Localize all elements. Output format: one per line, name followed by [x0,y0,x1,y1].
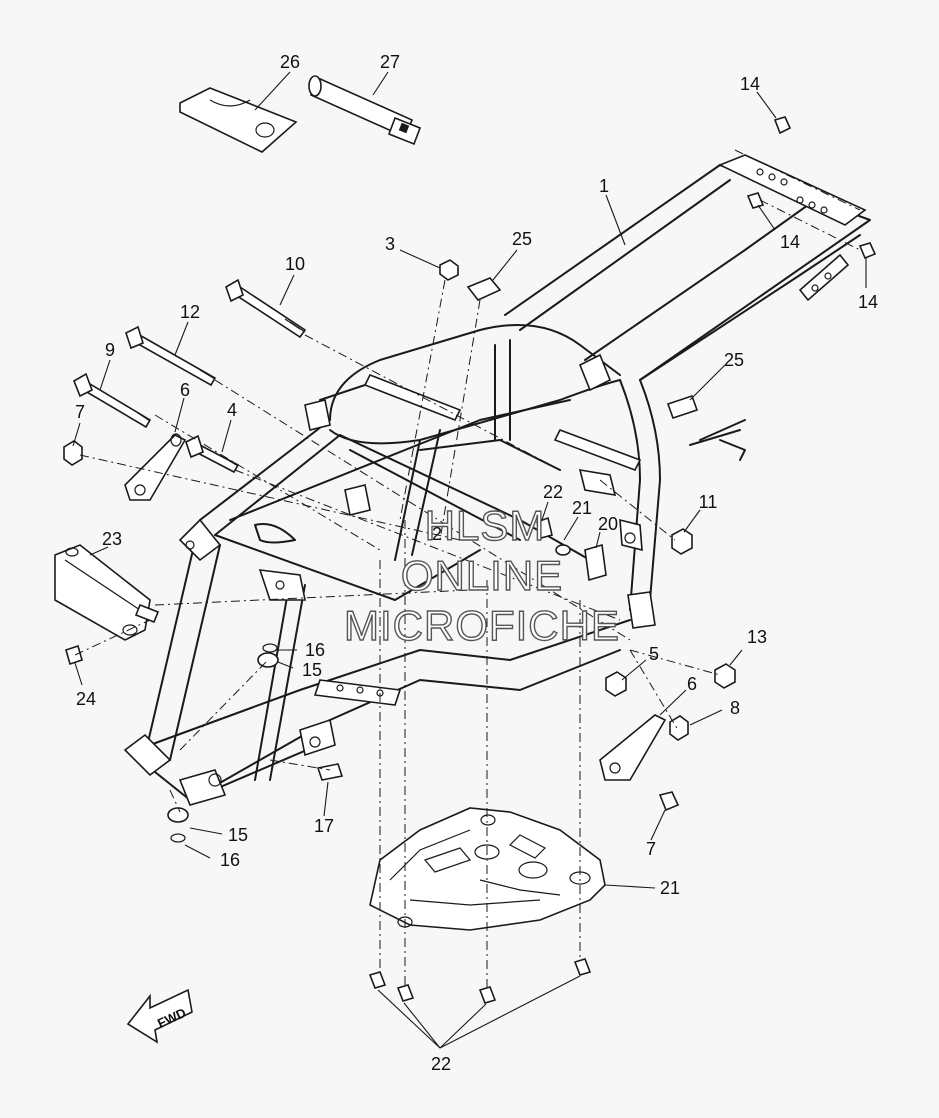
callout-22: 22 [431,1054,451,1074]
part-23-front-mount [54,544,160,641]
callout-21: 21 [660,878,680,898]
callout-labels: 26 27 14 1 14 14 3 25 10 12 9 6 4 7 25 1… [75,52,878,1074]
fwd-direction-badge: FWD [126,988,193,1044]
callout-15-bottom: 15 [228,825,248,845]
callout-24: 24 [76,689,96,709]
assembly-lines [74,149,861,988]
callout-16-bottom: 16 [220,850,240,870]
callout-14-mid: 14 [780,232,800,252]
callout-3: 3 [385,234,395,254]
callout-6-bottom: 6 [687,674,697,694]
callout-25-top: 25 [512,229,532,249]
callout-7-top: 7 [75,402,85,422]
callout-2: 2 [432,524,442,544]
callout-1: 1 [599,176,609,196]
callout-5: 5 [649,644,659,664]
callout-14-top: 14 [740,74,760,94]
part-9-bolt [73,372,152,429]
part-4-bolt [185,434,240,474]
callout-18: 20 [598,514,618,534]
callout-19: 21 [572,498,592,518]
part-12-bolt [125,325,217,387]
part-6-upper-bracket [124,433,187,501]
watermark: HLSM ONLINE MICROFICHE [343,501,620,649]
callout-25-right: 25 [724,350,744,370]
callout-16-top: 16 [305,640,325,660]
watermark-line-1: HLSM [425,502,546,549]
callout-26: 26 [280,52,300,72]
callout-10: 10 [285,254,305,274]
callout-17: 17 [314,816,334,836]
watermark-line-2: ONLINE [401,552,563,599]
hardware [63,116,877,1004]
callout-13: 13 [747,627,767,647]
callout-6-top: 6 [180,380,190,400]
callout-15-top: 15 [302,660,322,680]
callout-9: 9 [105,340,115,360]
callout-20: 22 [543,482,563,502]
watermark-line-3: MICROFICHE [344,602,620,649]
part-6-lower-bracket [599,714,667,781]
callout-27: 27 [380,52,400,72]
part-26-pouch [179,87,298,153]
callout-11: 11 [699,492,718,512]
callout-8: 8 [730,698,740,718]
part-10-bolt [225,278,307,339]
callout-14-right: 14 [858,292,878,312]
leader-lines [72,71,867,1049]
callout-23: 23 [102,529,122,549]
part-27-tool-tube [308,75,422,146]
callout-12: 12 [180,302,200,322]
main-frame [123,154,871,806]
callout-7-bottom: 7 [646,839,656,859]
callout-4: 4 [227,400,237,420]
